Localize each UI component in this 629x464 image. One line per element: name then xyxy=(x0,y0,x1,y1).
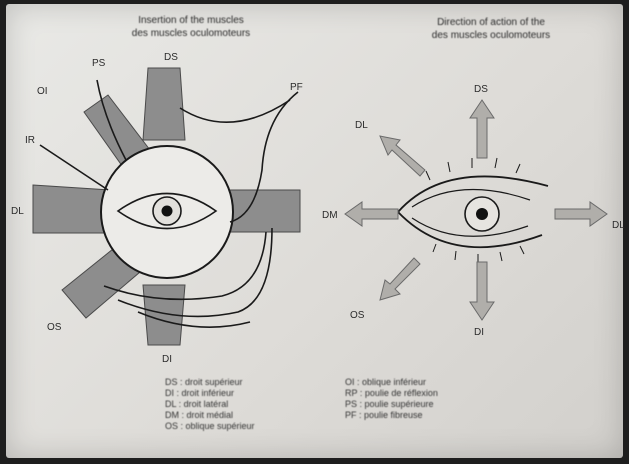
legend-right-item: PF : poulie fibreuse xyxy=(345,410,438,421)
legend-left-item: DM : droit médial xyxy=(165,410,255,421)
lash-1 xyxy=(426,171,430,180)
arrow-down xyxy=(470,262,494,320)
label-top-left: PS xyxy=(92,58,106,69)
legend-left-item: DS : droit supérieur xyxy=(165,377,255,388)
muscle-band-top xyxy=(143,68,185,140)
legend-right-item: OI : oblique inférieur xyxy=(345,377,438,388)
label-left-oblique: IR xyxy=(25,135,35,146)
label-left-side: DL xyxy=(11,206,24,217)
lash-2 xyxy=(448,162,450,172)
legend-right-item: PS : poulie supérieure xyxy=(345,399,438,410)
label-upper-left: OI xyxy=(37,86,48,97)
action-diagram: DS DL DM OS DI DL xyxy=(322,84,625,338)
legend-left-item: DI : droit inférieur xyxy=(165,388,255,399)
action-pupil xyxy=(476,208,488,220)
legend-left-item: OS : oblique supérieur xyxy=(165,421,255,432)
lash-5 xyxy=(516,164,520,173)
legend-left-item: DL : droit latéral xyxy=(165,399,255,410)
action-label-down: DI xyxy=(474,327,484,338)
action-label-up: DS xyxy=(474,84,488,95)
pupil xyxy=(162,206,173,217)
action-label-right: DL xyxy=(612,220,625,231)
legend-left: DS : droit supérieur DI : droit inférieu… xyxy=(165,377,255,432)
arrow-right xyxy=(555,202,607,226)
legend-right-item: RP : poulie de réflexion xyxy=(345,388,438,399)
arrow-left xyxy=(345,202,398,226)
lash-4 xyxy=(495,158,497,168)
label-lower-left: OS xyxy=(47,322,62,333)
lash-9 xyxy=(500,252,502,261)
legend-right: OI : oblique inférieur RP : poulie de ré… xyxy=(345,377,438,421)
lash-7 xyxy=(455,251,456,260)
label-bottom: DI xyxy=(162,354,172,365)
label-upper-right: PF xyxy=(290,82,303,93)
arrow-up xyxy=(470,100,494,158)
lash-10 xyxy=(520,246,524,254)
action-label-down-left: OS xyxy=(350,310,365,321)
muscle-band-left xyxy=(33,185,110,233)
arrow-up-left xyxy=(380,136,425,176)
action-label-left: DM xyxy=(322,210,338,221)
arrow-down-left xyxy=(380,258,420,300)
insertion-diagram: DS PS OI IR DL OS DI PF xyxy=(11,52,303,365)
label-top-center: DS xyxy=(164,52,178,63)
lash-6 xyxy=(433,244,436,252)
tendon-line-top xyxy=(180,100,290,122)
action-label-up-left: DL xyxy=(355,120,368,131)
tendon-line-pi xyxy=(40,145,108,190)
